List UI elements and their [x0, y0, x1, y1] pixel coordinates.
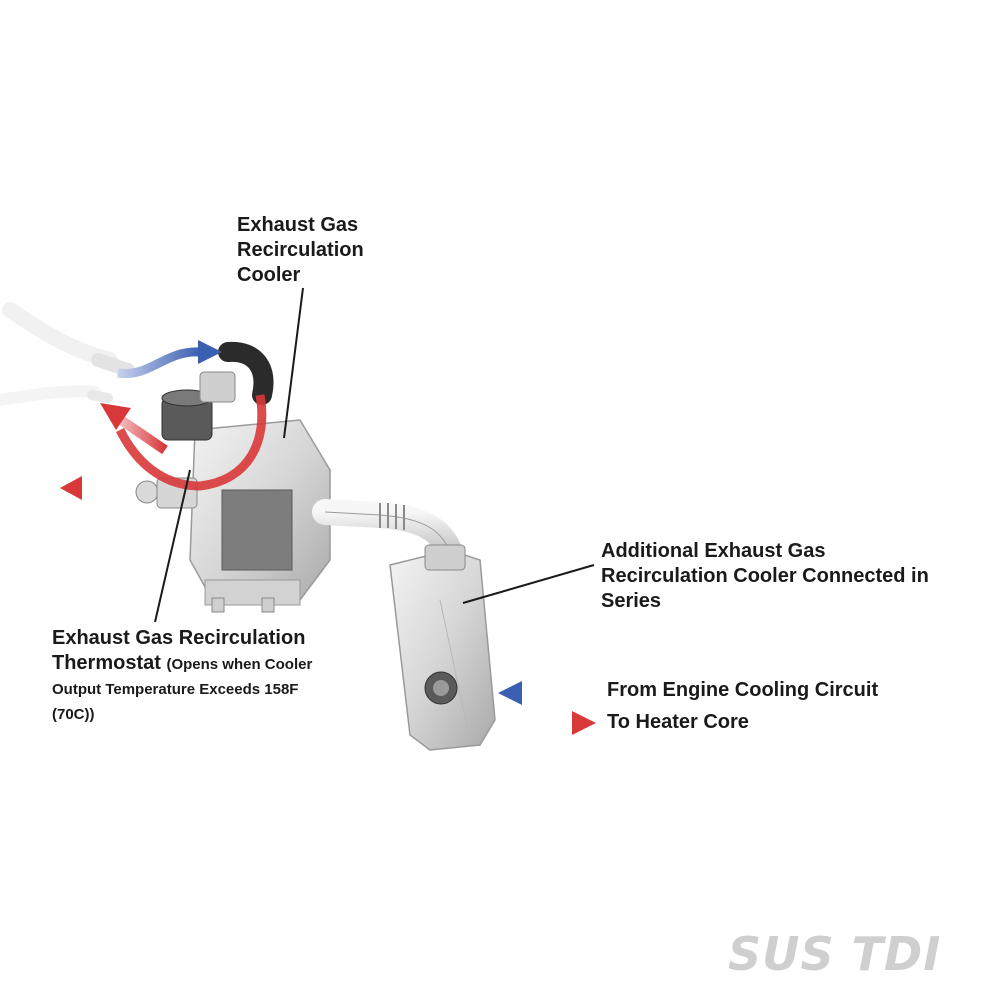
to-heater-core-label: To Heater Core	[607, 711, 749, 733]
egr-cooler-assembly	[87, 341, 331, 613]
coolant-flow-arrows	[60, 340, 596, 735]
thermostat-detail: (70C))	[52, 706, 95, 723]
egr-cooler-label: Exhaust Gas Recirculation Cooler	[237, 213, 437, 288]
egr-cooler-label-line: Exhaust Gas	[237, 214, 359, 236]
leader-line-egr-cooler	[283, 287, 304, 439]
sustdi-logo-text: SUS TDI	[728, 927, 942, 981]
from-engine-cooling-label: From Engine Cooling Circuit	[607, 679, 879, 701]
additional-cooler-label-line: Recirculation Cooler Connected in	[601, 565, 929, 587]
additional-egr-cooler	[389, 544, 496, 751]
thermostat-title: Thermostat	[52, 652, 161, 674]
thermostat-detail: (Opens when Cooler	[166, 656, 313, 673]
leader-lines	[154, 287, 595, 623]
egr-cooler-label-line: Recirculation	[237, 239, 364, 261]
thermostat-title-line: Exhaust Gas Recirculation	[52, 627, 306, 649]
egr-cooler-label-line: Cooler	[237, 264, 301, 286]
additional-cooler-label-line: Additional Exhaust Gas	[601, 540, 826, 562]
thermostat-title-line: Thermostat (Opens when Cooler	[52, 651, 382, 677]
egr-thermostat-label: Exhaust Gas Recirculation Thermostat (Op…	[52, 626, 382, 727]
additional-cooler-label-line: Series	[601, 590, 662, 612]
sustdi-logo: SUS TDI	[728, 930, 990, 978]
additional-egr-cooler-label: Additional Exhaust Gas Recirculation Coo…	[601, 539, 991, 614]
leader-line-thermostat	[154, 469, 191, 623]
leader-line-additional-cooler	[462, 564, 595, 604]
thermostat-detail: Output Temperature Exceeds 158F	[52, 681, 299, 698]
